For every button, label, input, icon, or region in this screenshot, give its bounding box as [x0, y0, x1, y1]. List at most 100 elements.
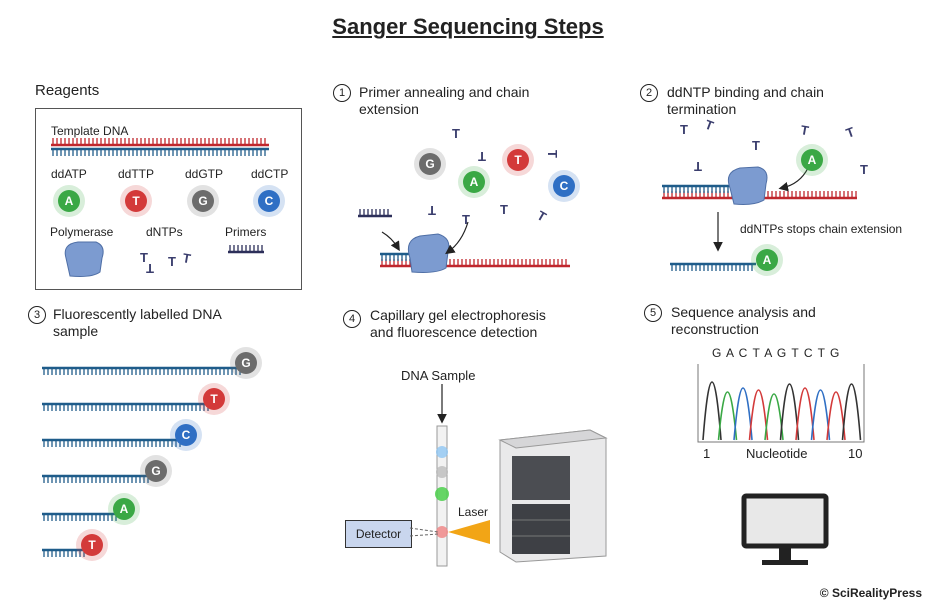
dntp-mark-11: T [462, 212, 470, 227]
nucleotide-t-frag2: T [203, 388, 225, 410]
step-5-line2: reconstruction [671, 321, 759, 337]
chromatogram-peaks [702, 381, 862, 441]
fragment-strand-2 [42, 402, 212, 411]
dntp-mark-18: T [860, 162, 868, 177]
reagents-heading: Reagents [35, 82, 100, 99]
nucleotide-a-reagent: A [58, 190, 80, 212]
arrow-ddntp-bind [778, 167, 809, 192]
ddttp-label: ddTTP [118, 167, 155, 181]
nucleotide-g-reagent: G [192, 190, 214, 212]
template-dna-red-strand [51, 138, 269, 147]
primers-icon [228, 245, 264, 254]
template-dna-blue-strand [51, 147, 269, 156]
chromatogram-frame [697, 364, 865, 443]
laser-beam [448, 520, 490, 544]
dntp-mark-9: T [500, 202, 508, 217]
dntp-mark-2: T [146, 261, 154, 276]
nucleotide-t-step1: T [507, 149, 529, 171]
nucleotide-t-frag6: T [81, 534, 103, 556]
step-1-line1: Primer annealing and chain [359, 84, 530, 100]
arrow-primer-anneal [381, 231, 400, 252]
dntps-label: dNTPs [146, 225, 183, 239]
sequencer-instrument [498, 429, 608, 563]
ddatp-label: ddATP [51, 167, 87, 181]
static-illustrations [64, 166, 865, 567]
detector-ray-1 [409, 527, 439, 533]
detector-box: Detector [345, 520, 412, 548]
dntp-mark-5: T [452, 126, 460, 141]
band-grey [436, 466, 448, 478]
step-3-number: 3 [28, 306, 46, 324]
axis-end: 10 [848, 446, 863, 461]
step-3-line1: Fluorescently labelled DNA [53, 306, 222, 322]
step-2-line2: termination [667, 101, 737, 117]
chromatogram-peak-2 [717, 391, 738, 441]
axis-start: 1 [703, 446, 711, 461]
primers-label: Primers [225, 225, 267, 239]
nucleotide-a-step2: A [801, 149, 823, 171]
dntp-mark-12: T [680, 122, 688, 137]
nucleotide-g-frag1: G [235, 352, 257, 374]
step-1-line2: extension [359, 101, 419, 117]
chromatogram-peak-4 [748, 389, 769, 441]
step-2-line1: ddNTP binding and chain [667, 84, 824, 100]
arrow-polymerase-bind [445, 221, 469, 255]
band-blue [436, 446, 448, 458]
page-title: Sanger Sequencing Steps [332, 14, 604, 39]
dntp-mark-4: T [181, 250, 191, 266]
sequence-readout: G A C T A G T C T G [712, 346, 841, 360]
chromatogram-peak-3 [733, 387, 753, 441]
nucleotide-a-step2-terminal: A [756, 249, 778, 271]
ddctp-label: ddCTP [251, 167, 289, 181]
dntp-mark-7: T [545, 150, 560, 158]
dntp-mark-15: T [752, 138, 760, 153]
dntp-mark-16: T [799, 122, 809, 138]
template-dna-label: Template DNA [51, 124, 129, 138]
chromatogram-peak-6 [779, 383, 800, 441]
polymerase-step2 [727, 166, 768, 205]
nucleotide-t-reagent: T [125, 190, 147, 212]
step-2-number: 2 [640, 84, 658, 102]
step-4-line1: Capillary gel electrophoresis [370, 307, 546, 323]
free-primer [358, 209, 392, 218]
chromatogram-peak-1 [702, 381, 722, 441]
step-4-line2: and fluorescence detection [370, 324, 538, 340]
fragment-strand-1 [42, 366, 242, 375]
dntp-mark-17: T [844, 124, 857, 141]
dntp-mark-6: T [478, 149, 486, 164]
step-3-line2: sample [53, 323, 99, 339]
dna-sample-label: DNA Sample [401, 368, 476, 383]
ddgtp-label: ddGTP [185, 167, 224, 181]
step-5-number: 5 [644, 304, 662, 322]
fragment-strand-6 [42, 548, 86, 557]
chromatogram-peak-10 [841, 383, 862, 441]
dntp-mark-3: T [168, 254, 176, 269]
detector-label: Detector [355, 527, 402, 541]
nucleotide-a-step1: A [463, 171, 485, 193]
copyright: © SciRealityPress [819, 586, 922, 600]
dntp-mark-13: T [703, 117, 716, 134]
step2-terminated-strand [670, 262, 756, 271]
ddntp-stop-note: ddNTPs stops chain extension [740, 222, 903, 236]
chromatogram-peak-9 [826, 391, 846, 441]
fragment-strand-3 [42, 438, 182, 447]
laser-label: Laser [458, 505, 489, 519]
dntp-mark-8: T [428, 203, 436, 218]
chromatogram-peak-7 [795, 387, 815, 441]
polymerase-label: Polymerase [50, 225, 114, 239]
step-1-number: 1 [333, 84, 351, 102]
nucleotide-c-step1: C [553, 175, 575, 197]
polymerase-step1 [407, 233, 450, 273]
step-5-line1: Sequence analysis and [671, 304, 816, 320]
dntp-mark-10: T [535, 208, 549, 225]
fragment-strand-4 [42, 474, 152, 483]
detector-ray-2 [409, 533, 439, 537]
dntp-mark-1: T [140, 250, 148, 265]
nucleotide-g-frag4: G [145, 460, 167, 482]
